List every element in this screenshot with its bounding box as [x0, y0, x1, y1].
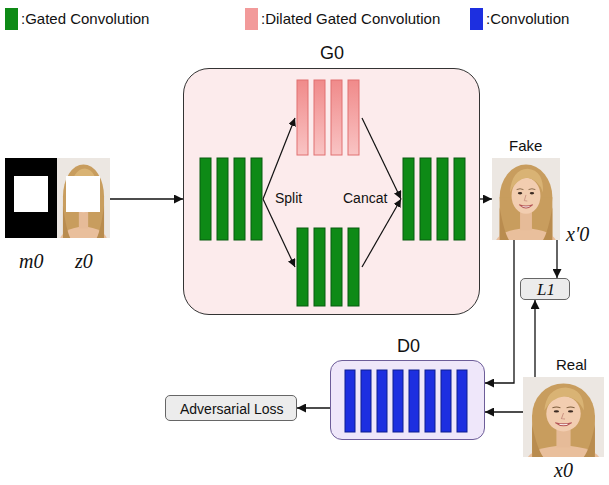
loss-box: Adversarial Loss: [165, 395, 297, 421]
split-concat-arrows: [263, 118, 401, 267]
text-slot: Adversarial Loss: [180, 401, 284, 417]
masked-face-image: [57, 158, 110, 256]
real-symbol: x0: [554, 459, 573, 482]
connector-arrow: [534, 300, 535, 377]
real-face-image: [523, 377, 604, 475]
text-slot: Split: [275, 190, 302, 206]
connector-arrow: [297, 407, 330, 408]
mask-image: [5, 158, 57, 238]
loss-label: Adversarial Loss: [180, 401, 284, 417]
text-slot: x'0: [566, 223, 589, 246]
loss-box: L1: [520, 278, 570, 300]
text-slot: L1: [537, 280, 555, 300]
text-slot: Cancat: [343, 190, 387, 206]
input-label: z0: [75, 250, 93, 273]
branch-label: Cancat: [343, 190, 387, 206]
text-slot: :Gated Convolution: [21, 10, 149, 27]
discriminator-label: D0: [397, 336, 420, 357]
text-slot: x0: [554, 459, 573, 482]
fake-symbol: x'0: [566, 223, 589, 246]
conv-bars: [345, 370, 467, 432]
text-slot: :Dilated Gated Convolution: [261, 10, 440, 27]
gated-conv-bars: [200, 158, 465, 306]
legend-text: :Gated Convolution: [21, 10, 149, 27]
text-slot: m0: [19, 250, 43, 273]
connector-arrow: [480, 198, 492, 199]
legend-text: :Dilated Gated Convolution: [261, 10, 440, 27]
text-slot: z0: [75, 250, 93, 273]
legend-text: :Convolution: [486, 10, 569, 27]
legend-swatch: [470, 8, 483, 30]
connector-arrow: [485, 240, 514, 383]
text-slot: D0: [397, 336, 420, 357]
mask-label: m0: [19, 250, 43, 273]
real-label: Real: [556, 356, 587, 373]
text-slot: Real: [556, 356, 587, 373]
text-slot: :Convolution: [486, 10, 569, 27]
dilated-gated-conv-bars: [297, 80, 359, 155]
generator-label: G0: [320, 43, 344, 64]
text-slot: Fake: [509, 137, 542, 154]
connector-arrow: [110, 198, 183, 199]
l1-label: L1: [537, 280, 555, 300]
fake-label: Fake: [509, 137, 542, 154]
legend-swatch: [5, 8, 18, 30]
connector-arrow: [556, 240, 557, 278]
text-slot: G0: [320, 43, 344, 64]
legend-swatch: [245, 8, 258, 30]
fake-face-image: [492, 158, 560, 258]
branch-label: Split: [275, 190, 302, 206]
connector-arrow: [485, 411, 523, 412]
